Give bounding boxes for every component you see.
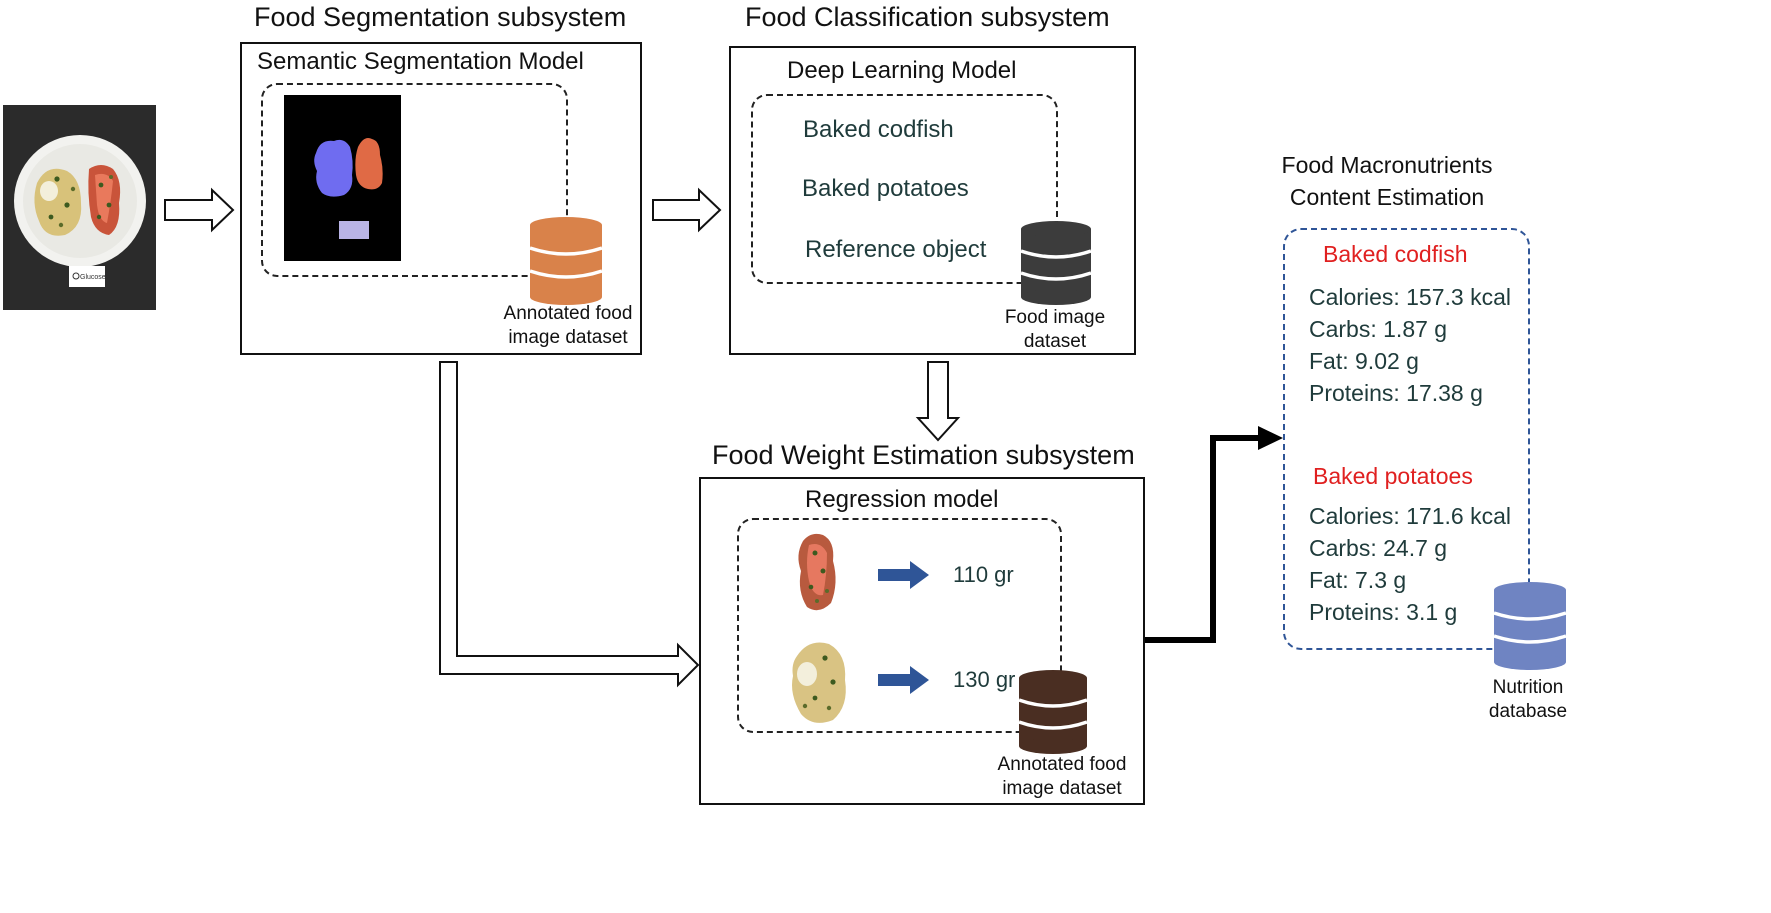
class-label: Reference object <box>805 236 987 263</box>
weight-subsystem-title: Food Weight Estimation subsystem <box>712 440 1135 470</box>
classification-model-region <box>751 94 1058 284</box>
potatoes-calories: Calories: 171.6 kcal <box>1309 503 1511 529</box>
potatoes-fat: Fat: 7.3 g <box>1309 567 1407 593</box>
nutrition-database-caption: Nutrition database <box>1488 677 1568 722</box>
input-plate-photo: Glucose <box>3 105 156 310</box>
mask-codfish-region <box>355 138 383 190</box>
segmentation-dataset-icon <box>529 217 603 305</box>
segmentation-mask-image <box>284 95 401 261</box>
classification-dataset-caption: Food image dataset <box>1004 307 1106 352</box>
potatoes-proteins: Proteins: 3.1 g <box>1309 599 1458 625</box>
macronutrients-region <box>1283 228 1530 650</box>
weight-dataset-caption: Annotated food image dataset <box>997 754 1127 799</box>
potatoes-weight-value: 130 gr <box>953 667 1016 692</box>
weight-dataset-icon <box>1018 670 1088 754</box>
mask-reference-object <box>339 221 369 239</box>
classification-subsystem-title: Food Classification subsystem <box>745 2 1110 32</box>
codfish-fat: Fat: 9.02 g <box>1309 348 1419 374</box>
arrow-photo-to-segmentation <box>164 187 235 233</box>
potatoes-crop-image <box>792 642 846 723</box>
arrow-weight-to-macronutrients <box>1145 435 1262 643</box>
codfish-weight-arrow <box>878 561 929 589</box>
food-name-codfish: Baked codfish <box>1323 241 1468 267</box>
weight-model-region <box>737 518 1062 733</box>
segmentation-model-label: Semantic Segmentation Model <box>257 48 584 75</box>
codfish-carbs: Carbs: 1.87 g <box>1309 316 1448 342</box>
arrow-classification-to-weight <box>915 361 961 442</box>
weight-model-label: Regression model <box>805 486 999 513</box>
codfish-calories: Calories: 157.3 kcal <box>1309 284 1511 310</box>
codfish-proteins: Proteins: 17.38 g <box>1309 380 1483 406</box>
arrow-weight-to-macronutrients-head <box>1258 426 1283 450</box>
class-label: Baked codfish <box>803 116 954 143</box>
arrow-segmentation-to-classification <box>652 187 722 233</box>
potatoes-weight-arrow <box>878 666 929 694</box>
segmentation-model-region <box>261 83 568 277</box>
class-label: Baked potatoes <box>802 175 969 202</box>
codfish-crop-image <box>798 533 836 611</box>
classification-dataset-icon <box>1020 221 1092 305</box>
codfish-weight-value: 110 gr <box>953 562 1014 587</box>
segmentation-dataset-caption: Annotated food image dataset <box>503 303 633 348</box>
food-name-potatoes: Baked potatoes <box>1313 463 1473 489</box>
mask-potatoes-region <box>314 139 353 197</box>
svg-text:Glucose: Glucose <box>80 274 106 281</box>
classification-model-label: Deep Learning Model <box>787 57 1017 84</box>
nutrition-database-icon <box>1493 582 1567 670</box>
potatoes-carbs: Carbs: 24.7 g <box>1309 535 1448 561</box>
macronutrients-title: Food Macronutrients Content Estimation <box>1281 152 1493 210</box>
arrow-segmentation-to-weight <box>439 361 700 688</box>
segmentation-subsystem-title: Food Segmentation subsystem <box>254 2 627 32</box>
